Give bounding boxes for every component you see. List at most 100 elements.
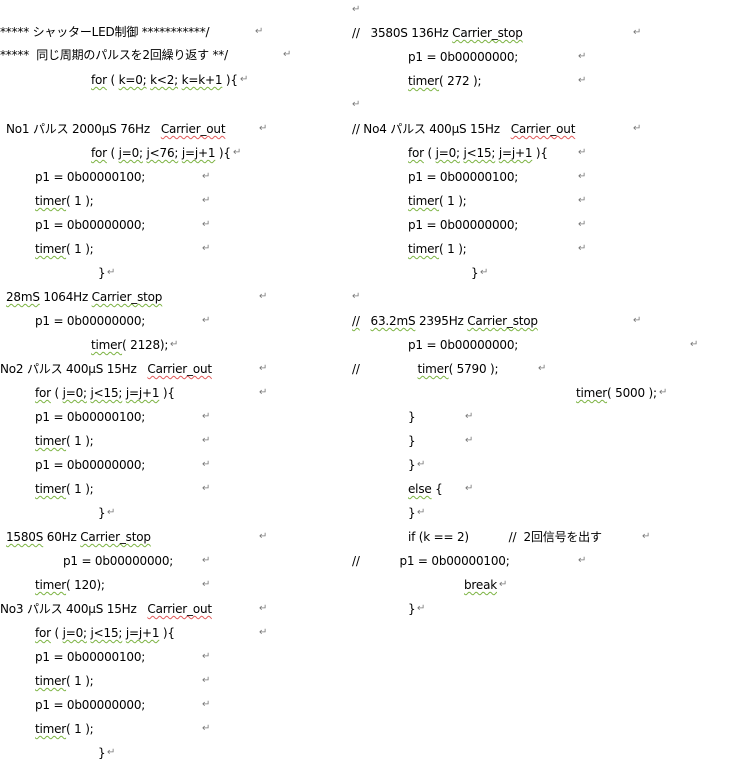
code-line: 1580S 60Hz Carrier_stop [6, 530, 151, 544]
code-line: for ( j=0; j<76; j=j+1 ){ [91, 146, 231, 160]
code-line: p1 = 0b00000100; [35, 170, 146, 184]
paragraph-mark: ↵ [352, 291, 361, 302]
code-line: p1 = 0b00000000; [408, 338, 519, 352]
paragraph-mark: ↵ [578, 51, 587, 62]
paragraph-mark: ↵ [465, 435, 474, 446]
paragraph-mark: ↵ [202, 651, 211, 662]
paragraph-mark: ↵ [578, 171, 587, 182]
code-line: } [408, 410, 416, 424]
paragraph-mark: ↵ [202, 243, 211, 254]
paragraph-mark: ↵ [578, 195, 587, 206]
paragraph-mark: ↵ [417, 603, 426, 614]
code-line: No3 パルス 400μS 15Hz Carrier_out [0, 602, 212, 616]
code-line: p1 = 0b00000000; [408, 50, 519, 64]
code-line: timer( 1 ); [35, 674, 94, 688]
paragraph-mark: ↵ [642, 531, 651, 542]
paragraph-mark: ↵ [633, 27, 642, 38]
paragraph-mark: ↵ [259, 531, 268, 542]
code-line: else { [408, 482, 443, 496]
code-line: No1 パルス 2000μS 76Hz Carrier_out [6, 122, 226, 136]
code-line: p1 = 0b00000000; [408, 218, 519, 232]
paragraph-mark: ↵ [578, 555, 587, 566]
code-line: p1 = 0b00000100; [408, 170, 519, 184]
paragraph-mark: ↵ [578, 147, 587, 158]
paragraph-mark: ↵ [233, 147, 242, 158]
code-line: break [464, 578, 497, 592]
code-line: ***** シャッターLED制御 ***********/ [0, 25, 210, 39]
paragraph-mark: ↵ [202, 411, 211, 422]
code-line: // timer( 5790 ); [352, 362, 499, 376]
paragraph-mark: ↵ [202, 315, 211, 326]
paragraph-mark: ↵ [259, 627, 268, 638]
code-line: timer( 272 ); [408, 74, 482, 88]
paragraph-mark: ↵ [107, 747, 116, 758]
paragraph-mark: ↵ [259, 603, 268, 614]
paragraph-mark: ↵ [352, 4, 361, 15]
code-line: timer( 1 ); [408, 194, 467, 208]
paragraph-mark: ↵ [283, 49, 292, 60]
paragraph-mark: ↵ [480, 267, 489, 278]
code-line: timer( 1 ); [35, 722, 94, 736]
code-line: for ( k=0; k<2; k=k+1 ){ [91, 73, 238, 87]
paragraph-mark: ↵ [202, 195, 211, 206]
paragraph-mark: ↵ [107, 267, 116, 278]
code-line: } [98, 506, 106, 520]
paragraph-mark: ↵ [259, 363, 268, 374]
paragraph-mark: ↵ [202, 435, 211, 446]
code-line: 28mS 1064Hz Carrier_stop [6, 290, 163, 304]
code-line: timer( 1 ); [408, 242, 467, 256]
paragraph-mark: ↵ [202, 555, 211, 566]
code-line: for ( j=0; j<15; j=j+1 ){ [35, 626, 175, 640]
code-line: p1 = 0b00000100; [35, 410, 146, 424]
code-line: // No4 パルス 400μS 15Hz Carrier_out [352, 122, 576, 136]
paragraph-mark: ↵ [578, 75, 587, 86]
paragraph-mark: ↵ [499, 579, 508, 590]
paragraph-mark: ↵ [465, 411, 474, 422]
code-line: No2 パルス 400μS 15Hz Carrier_out [0, 362, 212, 376]
paragraph-mark: ↵ [417, 459, 426, 470]
code-line: timer( 120); [35, 578, 105, 592]
code-line: } [408, 602, 416, 616]
paragraph-mark: ↵ [633, 123, 642, 134]
code-line: } [98, 266, 106, 280]
paragraph-mark: ↵ [170, 339, 179, 350]
code-line: } [408, 506, 416, 520]
paragraph-mark: ↵ [417, 507, 426, 518]
paragraph-mark: ↵ [202, 723, 211, 734]
code-line: } [98, 746, 106, 760]
code-line: } [408, 434, 416, 448]
code-line: if (k == 2) // 2回信号を出す [408, 530, 602, 544]
paragraph-mark: ↵ [633, 315, 642, 326]
paragraph-mark: ↵ [255, 26, 264, 37]
code-line: p1 = 0b00000100; [35, 650, 146, 664]
paragraph-mark: ↵ [202, 219, 211, 230]
paragraph-mark: ↵ [259, 291, 268, 302]
code-line: p1 = 0b00000000; [35, 458, 146, 472]
paragraph-mark: ↵ [352, 99, 361, 110]
code-line: timer( 1 ); [35, 434, 94, 448]
paragraph-mark: ↵ [202, 699, 211, 710]
code-line: timer( 1 ); [35, 482, 94, 496]
paragraph-mark: ↵ [578, 219, 587, 230]
code-line: p1 = 0b00000000; [35, 218, 146, 232]
paragraph-mark: ↵ [202, 171, 211, 182]
code-line: timer( 5000 ); [576, 386, 657, 400]
paragraph-mark: ↵ [107, 507, 116, 518]
paragraph-mark: ↵ [202, 675, 211, 686]
code-line: } [408, 458, 416, 472]
paragraph-mark: ↵ [202, 459, 211, 470]
code-line: // p1 = 0b00000100; [352, 554, 510, 568]
paragraph-mark: ↵ [259, 123, 268, 134]
paragraph-mark: ↵ [240, 74, 249, 85]
paragraph-mark: ↵ [202, 579, 211, 590]
paragraph-mark: ↵ [202, 483, 211, 494]
paragraph-mark: ↵ [690, 339, 699, 350]
code-line: for ( j=0; j<15; j=j+1 ){ [35, 386, 175, 400]
code-line: } [471, 266, 479, 280]
paragraph-mark: ↵ [538, 363, 547, 374]
code-line: timer( 1 ); [35, 242, 94, 256]
paragraph-mark: ↵ [578, 243, 587, 254]
code-line: // 63.2mS 2395Hz Carrier_stop [352, 314, 538, 328]
code-line: p1 = 0b00000000; [35, 698, 146, 712]
